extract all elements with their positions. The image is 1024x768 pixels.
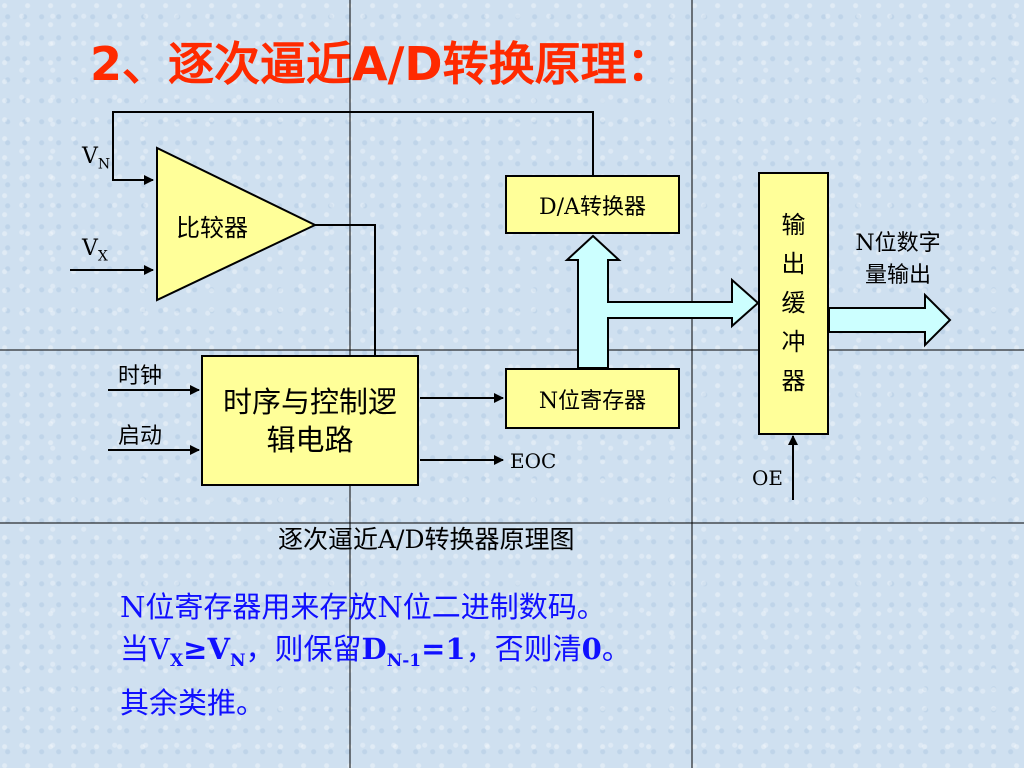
n-bit-register-label: N位寄存器 <box>538 388 647 414</box>
n-bit-output-label: N位数字量输出 <box>855 231 941 288</box>
timing-logic-block: 时序与控制逻辑电路 <box>201 355 419 486</box>
diagram-caption: 逐次逼近A/D转换器原理图 <box>278 525 575 554</box>
eoc-label: EOC <box>510 449 557 473</box>
timing-logic-label: 时序与控制逻辑电路 <box>222 384 397 457</box>
n-bit-register-block: N位寄存器 <box>505 368 680 429</box>
explanation-line-2: 当VX≥VN，则保留DN-1=1，否则清0。 <box>120 632 631 671</box>
output-bus-arrow <box>828 292 952 348</box>
oe-label: OE <box>752 466 783 490</box>
slide-title: 2、逐次逼近A/D转换原理： <box>90 37 673 91</box>
comparator-shape <box>156 146 318 302</box>
explanation-line-1: N位寄存器用来存放N位二进制数码。 <box>120 590 606 624</box>
da-converter-label: D/A转换器 <box>539 194 646 220</box>
vx-label: VX <box>82 236 108 265</box>
output-buffer-block: 输出缓冲器 <box>758 172 829 435</box>
comparator-label: 比较器 <box>176 214 248 242</box>
comparator-output-line <box>315 224 376 355</box>
explanation-text: N位寄存器用来存放N位二进制数码。 当VX≥VN，则保留DN-1=1，否则清0。… <box>120 586 631 724</box>
start-label: 启动 <box>118 424 163 449</box>
output-buffer-label: 输出缓冲器 <box>781 211 806 395</box>
clock-label: 时钟 <box>118 364 163 389</box>
da-converter-block: D/A转换器 <box>505 175 680 234</box>
feedback-line <box>112 111 594 185</box>
vn-label: VN <box>82 144 111 173</box>
register-bus-arrow <box>564 234 760 369</box>
explanation-line-3: 其余类推。 <box>120 685 266 720</box>
